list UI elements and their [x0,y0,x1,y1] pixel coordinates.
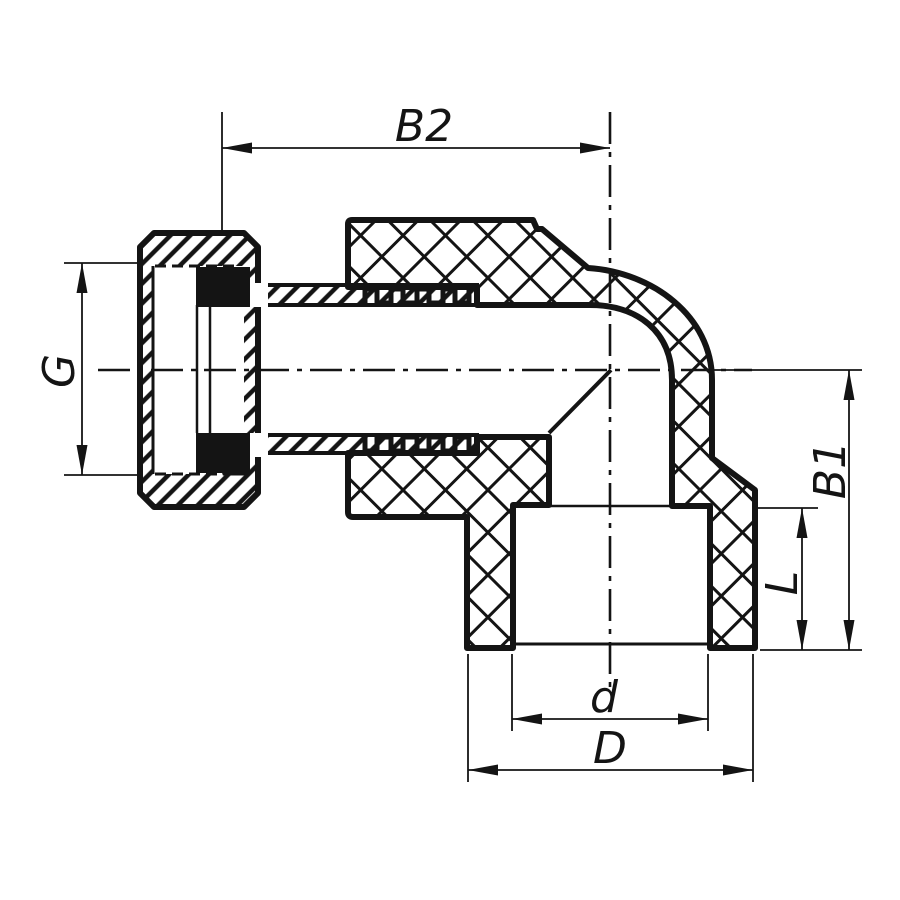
bore-chamfer-edge [547,368,613,435]
thread-teeth [362,286,477,454]
dim-label-b1: B1 [805,441,856,499]
l-arrow-top [796,508,808,538]
dimension-annotations [64,112,862,782]
dim-label-dd: D [593,723,627,774]
body-lower-left-outline [345,434,552,651]
dimension-labels: B2 G B1 L d D [34,101,856,774]
d-arrow-left [512,713,542,725]
body-main-outline [345,217,758,651]
centerlines [98,112,752,688]
flange-corner-bottom [213,448,251,476]
l-arrow-bottom [796,620,808,650]
dim-label-d: d [590,672,619,723]
g-arrow-bottom [76,445,88,475]
b1-arrow-bottom [843,620,855,650]
b2-arrow-left [222,142,252,154]
d-arrow-right [678,713,708,725]
dim-label-b2: B2 [395,101,453,152]
g-arrow-top [76,263,88,293]
dim-label-l: L [757,571,808,596]
thread-teeth-bottom [362,434,477,454]
flange-corner-top [213,270,251,299]
dim-label-g: G [34,354,85,388]
dimension-arrows [76,142,855,776]
dd-arrow-right [723,764,753,776]
fitting-body [345,217,758,651]
b1-arrow-top [843,370,855,400]
thread-teeth-top [362,286,477,306]
b2-arrow-right [580,142,610,154]
dd-arrow-left [468,764,498,776]
